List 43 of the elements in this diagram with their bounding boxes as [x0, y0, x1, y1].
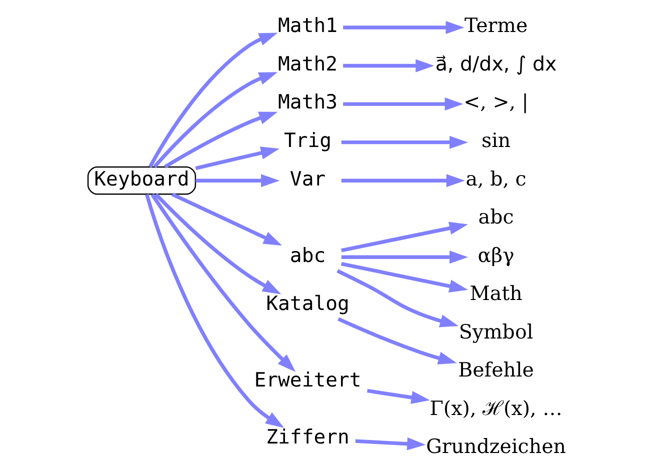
- node-text: Symbol: [458, 320, 533, 343]
- node-text: Katalog: [266, 291, 349, 314]
- arrow: [154, 192, 281, 294]
- node-text: sin: [480, 128, 510, 152]
- arrow: [170, 192, 282, 246]
- node-text: <, >, |: [463, 90, 528, 114]
- arrow: [366, 388, 430, 404]
- arrow: [340, 250, 468, 264]
- node-text: Γ(x), ℋ(x), …: [429, 396, 562, 420]
- node-text: Math: [469, 282, 522, 305]
- arrow: [340, 135, 468, 148]
- node-text: Var: [289, 166, 326, 190]
- node-text: Terme: [464, 14, 528, 37]
- arrow: [340, 174, 464, 187]
- node-text: abc: [478, 205, 514, 228]
- arrow: [152, 72, 278, 168]
- arrow: [148, 32, 278, 168]
- arrow: [337, 316, 456, 364]
- node-text: Math3: [278, 90, 338, 114]
- node-text: Math2: [278, 52, 338, 75]
- arrow: [164, 111, 278, 168]
- arrow: [340, 221, 468, 252]
- node-text: Grundzeichen: [426, 434, 566, 458]
- arrow: [340, 261, 468, 292]
- node-text: Erweitert: [254, 368, 361, 392]
- arrow: [342, 97, 463, 110]
- node-text: Trig: [284, 128, 332, 152]
- node-text: abc: [289, 243, 326, 266]
- arrow: [195, 174, 280, 187]
- node-text: Math1: [278, 14, 338, 37]
- node-box: Keyboard: [86, 166, 196, 194]
- arrow: [342, 58, 434, 72]
- arrow: [342, 20, 464, 34]
- arrow: [194, 146, 279, 170]
- node-text: αβγ: [477, 243, 514, 266]
- arrow: [150, 193, 296, 372]
- arrow: [354, 436, 426, 450]
- node-text: Befehle: [458, 358, 534, 382]
- node-text: a, b, c: [465, 166, 526, 190]
- node-text: Ziffern: [266, 424, 349, 448]
- arrow: [144, 193, 284, 428]
- arrow: [336, 268, 458, 327]
- node-text: a⃗, d/dx, ∫ dx: [434, 52, 556, 75]
